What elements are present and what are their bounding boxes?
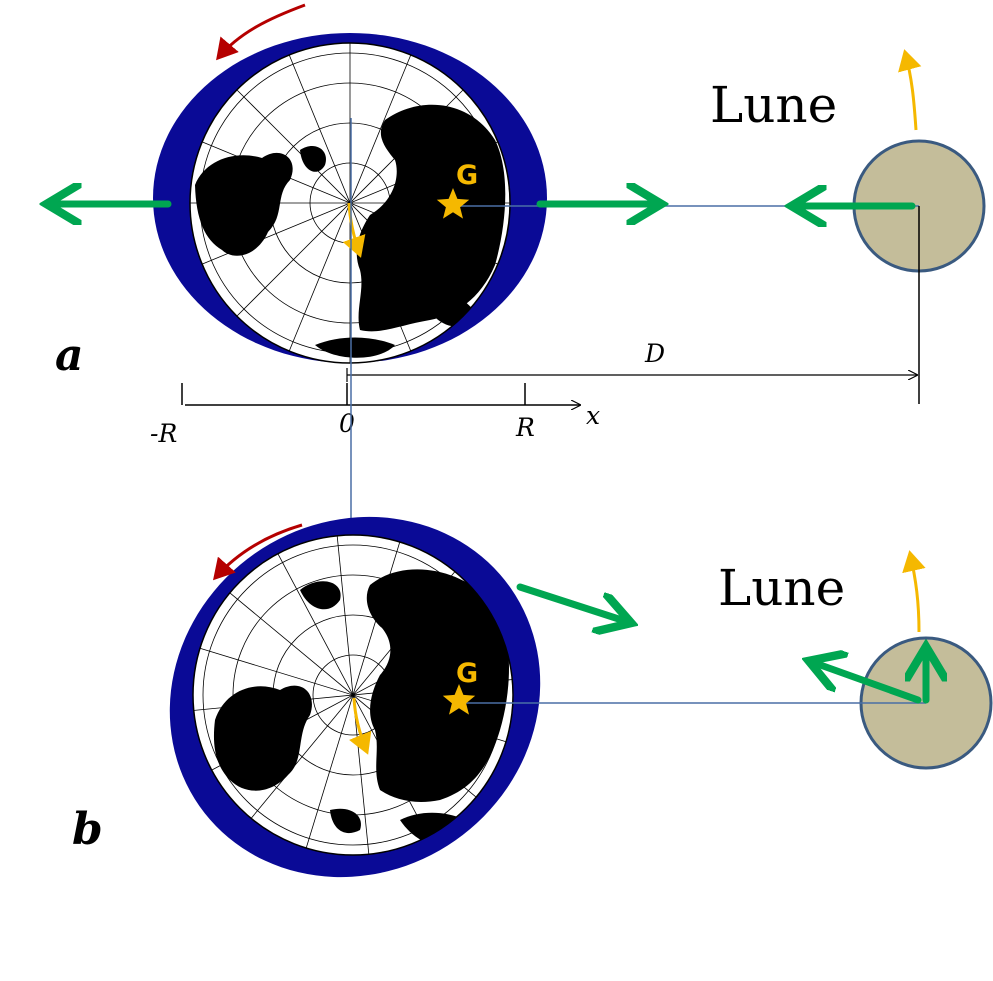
panel-label-b: b bbox=[72, 804, 103, 855]
axis-tick-label-zero: 0 bbox=[339, 409, 355, 438]
panel-label-a: a bbox=[55, 330, 84, 381]
curved-arrow-icon bbox=[216, 3, 306, 61]
panel-b: Lune G b bbox=[72, 516, 993, 878]
moon-label-b: Lune bbox=[718, 559, 845, 617]
x-axis: -R 0 R x bbox=[150, 383, 600, 448]
distance-label: D bbox=[644, 339, 665, 368]
moon-force-arrow-diagonal-b bbox=[812, 662, 922, 704]
panel-a: Lune G a D bbox=[50, 3, 986, 404]
barycenter-label-a: G bbox=[456, 160, 478, 191]
star-icon bbox=[436, 188, 470, 219]
moon-orbit-arrow-a bbox=[898, 49, 922, 131]
earth-center-arrow-a bbox=[342, 202, 366, 258]
barycenter-label-b: G bbox=[456, 658, 478, 689]
earth-map-b bbox=[193, 535, 513, 855]
moon-label-a: Lune bbox=[710, 76, 837, 134]
star-icon-b bbox=[442, 684, 476, 715]
axis-name: x bbox=[586, 401, 600, 430]
curved-arrow-icon-b bbox=[213, 523, 303, 581]
axis-tick-label-minus-r: -R bbox=[150, 419, 177, 448]
earth-center-arrow-b bbox=[349, 697, 372, 755]
tidal-force-arrow-b bbox=[516, 583, 628, 622]
moon-orbit-arrow-b bbox=[902, 550, 926, 633]
axis-tick-label-r: R bbox=[515, 413, 535, 442]
